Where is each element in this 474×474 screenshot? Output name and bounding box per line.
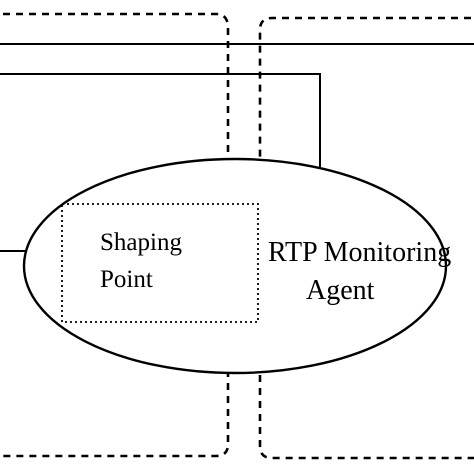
right-domain-boundary xyxy=(258,16,474,460)
monitoring-agent-ellipse xyxy=(22,157,448,375)
shaping-point-label-line2: Point xyxy=(100,266,153,293)
shaping-point-box xyxy=(61,203,259,323)
shaping-point-label-line1: Shaping xyxy=(100,229,182,256)
feedback-connection-line xyxy=(0,73,321,168)
left-domain-boundary xyxy=(0,12,230,458)
monitoring-agent-label-line2: Agent xyxy=(306,275,375,306)
monitoring-agent-label-line1: RTP Monitoring xyxy=(268,237,451,268)
